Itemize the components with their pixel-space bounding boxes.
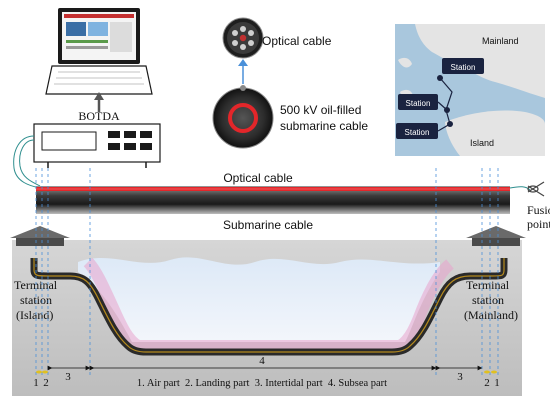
submarine-cable-label: Submarine cable bbox=[223, 218, 313, 232]
fiber-patch-lead bbox=[13, 135, 41, 189]
segment-left-1: 1 bbox=[33, 377, 39, 389]
cable-desc-line2: submarine cable bbox=[280, 119, 368, 133]
cable-desc-line1: 500 kV oil-filled bbox=[280, 103, 361, 117]
segment-legend: 1. Air part 2. Landing part 3. Intertida… bbox=[137, 378, 387, 389]
section-link-arrowhead bbox=[238, 59, 248, 66]
optical-cable-section-icon bbox=[222, 17, 264, 59]
terminal-mainland-line3: (Mainland) bbox=[464, 308, 518, 322]
map-station-2-label: Station bbox=[406, 99, 431, 108]
submarine-cable-route-core bbox=[33, 258, 505, 353]
terminal-island-line3: (Island) bbox=[16, 308, 53, 322]
fusion-label-line2: point bbox=[527, 217, 550, 231]
fiber-patch-lead-2 bbox=[19, 139, 41, 187]
botda-label: BOTDA bbox=[78, 109, 120, 123]
segment-right-1: 1 bbox=[494, 377, 500, 389]
straight-cable bbox=[36, 186, 510, 214]
map-station-1-label: Station bbox=[451, 63, 476, 72]
optical-cable-label: Optical cable bbox=[223, 171, 293, 185]
map-station-3-box bbox=[396, 123, 438, 139]
segment-left-3: 3 bbox=[65, 371, 71, 383]
fusion-point-icon bbox=[527, 181, 545, 197]
laptop-icon bbox=[45, 8, 153, 95]
laptop-link-arrowhead bbox=[94, 92, 104, 100]
botda-device bbox=[33, 123, 161, 168]
segment-markers bbox=[36, 370, 497, 374]
segment-boundaries bbox=[35, 168, 499, 378]
map-island-label: Island bbox=[470, 138, 494, 148]
map-station-3-label: Station bbox=[405, 128, 430, 137]
seabed-profile bbox=[12, 240, 522, 396]
fusion-lead bbox=[509, 186, 531, 191]
map-mainland-label: Mainland bbox=[482, 36, 519, 46]
optical-cable-section-label: Optical cable bbox=[262, 34, 332, 48]
terminal-station-mainland bbox=[466, 226, 526, 246]
fusion-label-line1: Fusion bbox=[527, 203, 550, 217]
segment-left-2: 2 bbox=[43, 377, 49, 389]
map-station-1-box bbox=[442, 58, 484, 74]
segment-right-3: 3 bbox=[457, 371, 463, 383]
terminal-mainland-line2: station bbox=[472, 293, 504, 307]
terminal-station-island bbox=[10, 226, 70, 246]
segment-subsea-4: 4 bbox=[259, 355, 265, 367]
map-station-2-box bbox=[398, 94, 438, 110]
route-map: Mainland Island Station Station Station bbox=[395, 24, 545, 156]
terminal-mainland-line1: Terminal bbox=[466, 278, 510, 292]
submarine-cable-section-icon bbox=[212, 85, 274, 149]
segment-right-2: 2 bbox=[484, 377, 490, 389]
map-cable-route bbox=[439, 77, 453, 125]
